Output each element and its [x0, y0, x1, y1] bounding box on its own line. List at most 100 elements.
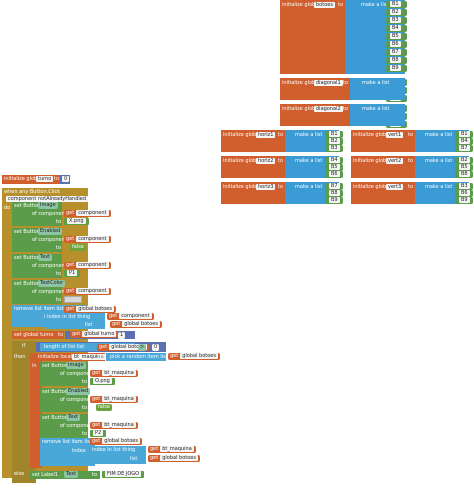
number-zero[interactable]: 0: [60, 175, 70, 184]
var[interactable]: global botoes: [122, 321, 160, 327]
string-value[interactable]: FIM DE JOGO: [105, 471, 142, 477]
list-item-vert1[interactable]: B1: [455, 131, 473, 138]
property-dropdown[interactable]: Image: [38, 202, 58, 209]
list-item-botoes[interactable]: B8: [386, 57, 407, 64]
make-list-diagonal1[interactable]: make a list: [350, 78, 405, 100]
number-one[interactable]: 1: [118, 332, 126, 339]
list-item-botoes[interactable]: B7: [386, 49, 407, 56]
property-dropdown[interactable]: Text: [38, 254, 53, 261]
var[interactable]: global turno: [82, 331, 117, 337]
param-component[interactable]: component: [6, 196, 39, 202]
list-item-horiz1[interactable]: B2: [325, 138, 343, 145]
item-value[interactable]: B9: [329, 197, 340, 203]
length-of-list-block[interactable]: length of list list: [40, 343, 135, 351]
list-item-botoes[interactable]: B1: [386, 1, 407, 8]
property-dropdown[interactable]: Image: [66, 362, 86, 369]
var[interactable]: bt_maquina: [102, 396, 136, 402]
list-item-horiz3[interactable]: B7: [325, 183, 343, 190]
item-value[interactable]: B8: [390, 57, 401, 63]
var[interactable]: global botoes: [102, 438, 140, 444]
list-item-botoes[interactable]: B4: [386, 25, 407, 32]
list-item-horiz2[interactable]: B6: [325, 171, 343, 178]
list-item-vert2[interactable]: B8: [455, 171, 473, 178]
item-value[interactable]: B3: [459, 183, 470, 189]
item-value[interactable]: B9: [459, 197, 470, 203]
list-item-horiz2[interactable]: B5: [325, 164, 343, 171]
text-string-block[interactable]: O.png: [90, 378, 115, 385]
item-value[interactable]: B5: [329, 164, 340, 170]
color-block[interactable]: [64, 296, 82, 303]
item-value[interactable]: B6: [390, 41, 401, 47]
var[interactable]: global botoes: [160, 455, 198, 461]
var-name[interactable]: botoes: [314, 2, 335, 8]
var[interactable]: bt_maquina: [102, 370, 136, 376]
false-block[interactable]: false: [96, 404, 112, 411]
string-value[interactable]: X.png: [67, 218, 86, 224]
var[interactable]: bt_maquina: [160, 446, 194, 452]
var-name[interactable]: turno: [36, 176, 54, 182]
item-value[interactable]: B7: [459, 145, 470, 151]
list-item-vert1[interactable]: B7: [455, 145, 473, 152]
false-block[interactable]: false: [70, 244, 86, 251]
string-value[interactable]: P1: [67, 270, 78, 276]
property-dropdown[interactable]: Enabled: [38, 228, 63, 235]
string-value[interactable]: P2: [93, 430, 104, 436]
global-diagonal1-block[interactable]: initialize global diagonal1 to: [280, 78, 350, 100]
var-name[interactable]: vert1: [386, 132, 404, 138]
component-var[interactable]: component: [76, 262, 109, 268]
list-item-horiz3[interactable]: B9: [325, 197, 343, 204]
component-var[interactable]: component: [76, 236, 109, 242]
global-turno-block[interactable]: initialize global turno to: [2, 175, 60, 184]
list-item-vert3[interactable]: B6: [455, 190, 473, 197]
item-value[interactable]: B3: [329, 145, 340, 151]
var[interactable]: bt_maquina: [102, 422, 136, 428]
property-dropdown[interactable]: TextColor: [38, 280, 66, 287]
item-value[interactable]: B2: [390, 9, 401, 15]
item-value[interactable]: B2: [459, 157, 470, 163]
list-item-botoes[interactable]: B3: [386, 17, 407, 24]
item-value[interactable]: B7: [390, 49, 401, 55]
text-string-block[interactable]: X.png: [64, 218, 89, 225]
global-diagonal2-block[interactable]: initialize global diagonal2 to: [280, 104, 350, 126]
item-value[interactable]: B7: [329, 183, 340, 189]
compare-operator[interactable]: >: [138, 344, 147, 351]
var[interactable]: global botoes: [109, 344, 147, 350]
var-name[interactable]: diagonal1: [314, 80, 343, 86]
list-item-vert2[interactable]: B5: [455, 164, 473, 171]
item-value[interactable]: B4: [329, 157, 340, 163]
item-value[interactable]: B8: [459, 171, 470, 177]
item-value[interactable]: B5: [459, 164, 470, 170]
property-dropdown[interactable]: Text: [64, 471, 79, 478]
list-item-botoes[interactable]: B6: [386, 41, 407, 48]
list-item-vert1[interactable]: B4: [455, 138, 473, 145]
item-value[interactable]: B3: [390, 17, 401, 23]
list-item-horiz1[interactable]: B1: [325, 131, 343, 138]
var-name[interactable]: diagonal2: [314, 106, 343, 112]
local-var-name[interactable]: bt_maquina: [72, 354, 106, 360]
property-dropdown[interactable]: Text: [66, 414, 81, 421]
pick-random-block[interactable]: pick a random item list: [106, 353, 168, 361]
